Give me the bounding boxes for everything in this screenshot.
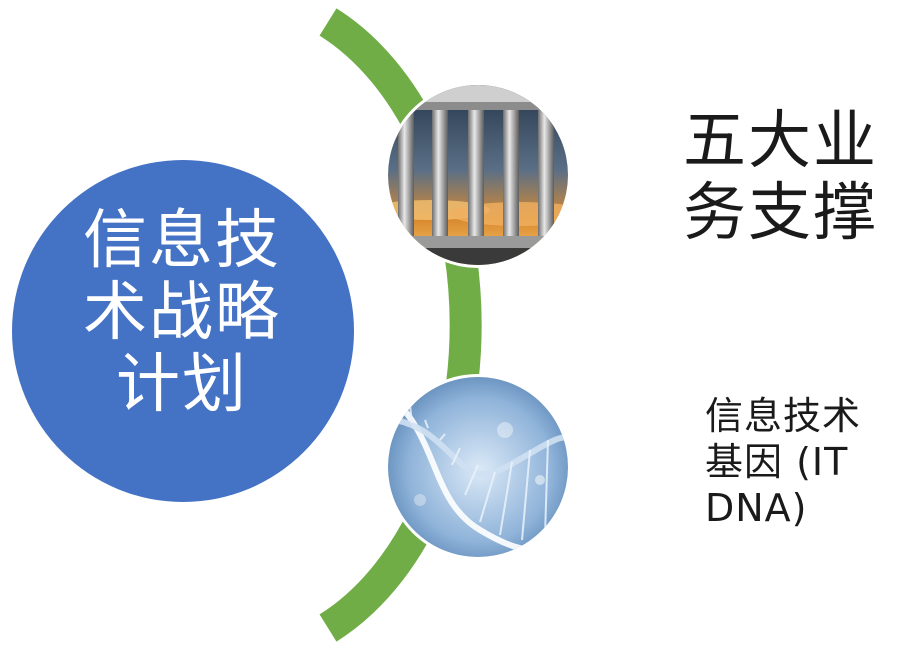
central-node-line: 术战略 <box>83 276 281 350</box>
item-label-line: 五大业 <box>683 104 878 177</box>
item-label-business-support: 五大业 务支撑 <box>683 105 903 249</box>
central-node-text: 信息技 术战略 计划 <box>62 205 302 421</box>
item-label-line: 基因 (IT <box>705 440 849 484</box>
central-node-line: 计划 <box>116 348 248 422</box>
item-label-it-dna: 信息技术 基因 (IT DNA) <box>705 393 905 531</box>
central-node-line: 信息技 <box>83 204 281 278</box>
item-label-line: 信息技术 <box>705 394 862 438</box>
item-label-line: 务支撑 <box>683 176 878 249</box>
connector-arc <box>319 8 482 642</box>
item-label-line: DNA) <box>705 486 808 530</box>
central-circle <box>12 160 354 502</box>
dna-helix-icon <box>385 374 571 560</box>
